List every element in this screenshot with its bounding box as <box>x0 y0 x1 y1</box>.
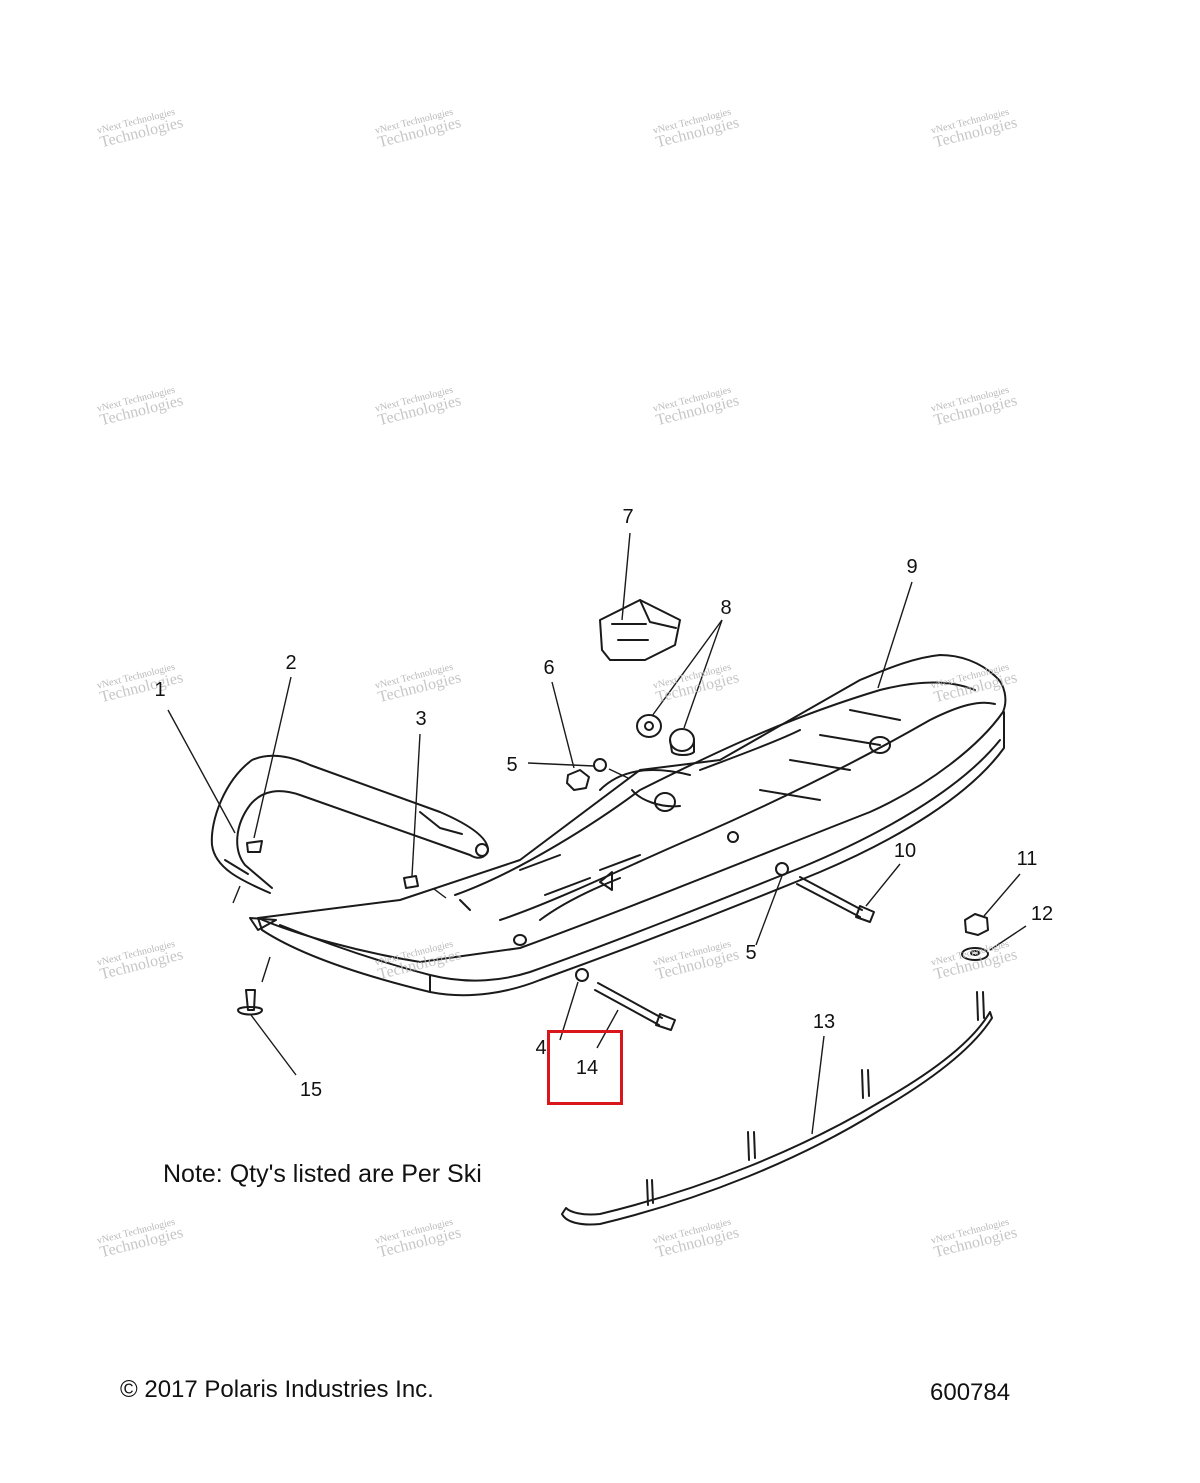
callout-13: 13 <box>812 1011 836 1033</box>
nut-6 <box>566 769 590 791</box>
callout-4: 4 <box>535 1037 547 1059</box>
callout-8: 8 <box>720 597 732 619</box>
callout-1: 1 <box>154 679 166 701</box>
carbide-runner <box>561 991 993 1226</box>
nut-11 <box>964 913 989 936</box>
callout-3: 3 <box>415 708 427 730</box>
bolt-2 <box>246 840 263 853</box>
ski-body <box>249 654 1007 997</box>
callout-7: 7 <box>622 506 634 528</box>
callout-6: 6 <box>543 657 555 679</box>
block-7 <box>599 599 681 661</box>
callout-12: 12 <box>1030 903 1054 925</box>
highlight-box-callout-14 <box>547 1030 623 1105</box>
bolt-14 <box>594 982 676 1031</box>
bushings-8 <box>636 714 695 756</box>
callout-10: 10 <box>893 840 917 862</box>
callout-11: 11 <box>1016 848 1038 870</box>
callout-2: 2 <box>285 652 297 674</box>
callout-5-lower: 5 <box>745 942 757 964</box>
copyright-text: © 2017 Polaris Industries Inc. <box>120 1376 434 1403</box>
callout-15: 15 <box>299 1079 323 1101</box>
callout-5-upper: 5 <box>506 754 518 776</box>
note-text: Note: Qty's listed are Per Ski <box>163 1160 482 1188</box>
washer-5a <box>593 758 607 772</box>
part-number: 600784 <box>930 1379 1011 1406</box>
callout-14: 14 <box>575 1057 599 1079</box>
callout-9: 9 <box>906 556 918 578</box>
washer-12 <box>961 947 989 961</box>
bolt-10 <box>796 876 875 923</box>
ski-handle <box>210 754 489 894</box>
washer-4 <box>575 968 589 982</box>
pin-15 <box>237 989 263 1016</box>
washer-5b <box>775 862 789 876</box>
nut-3 <box>403 875 419 889</box>
leader-lines <box>167 532 1027 1135</box>
